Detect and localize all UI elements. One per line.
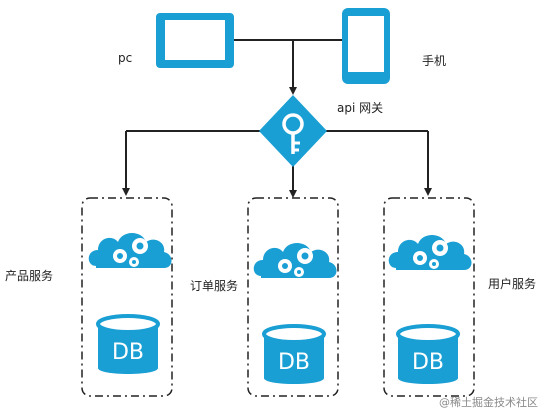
db-label-order: DB — [277, 350, 311, 375]
service-box-product — [81, 197, 173, 397]
phone-label: 手机 — [422, 54, 447, 68]
service-box-user — [383, 197, 475, 397]
cloud-gears-icon — [88, 233, 172, 268]
pc-icon — [156, 13, 234, 68]
cloud-gears-icon — [253, 243, 337, 278]
service-label-user: 用户服务 — [488, 277, 537, 291]
service-box-order — [247, 197, 339, 397]
phone-icon — [342, 8, 390, 84]
service-label-order: 订单服务 — [190, 279, 239, 293]
watermark: @稀土掘金技术社区 — [439, 396, 538, 409]
gateway-label: api 网关 — [337, 101, 384, 115]
gateway-key-icon — [259, 95, 327, 167]
db-label-user: DB — [411, 350, 445, 375]
pc-label: pc — [118, 51, 133, 65]
connector-lines — [122, 39, 432, 198]
cloud-gears-icon — [388, 235, 472, 270]
db-label-product: DB — [111, 340, 145, 365]
service-label-product: 产品服务 — [5, 269, 54, 283]
